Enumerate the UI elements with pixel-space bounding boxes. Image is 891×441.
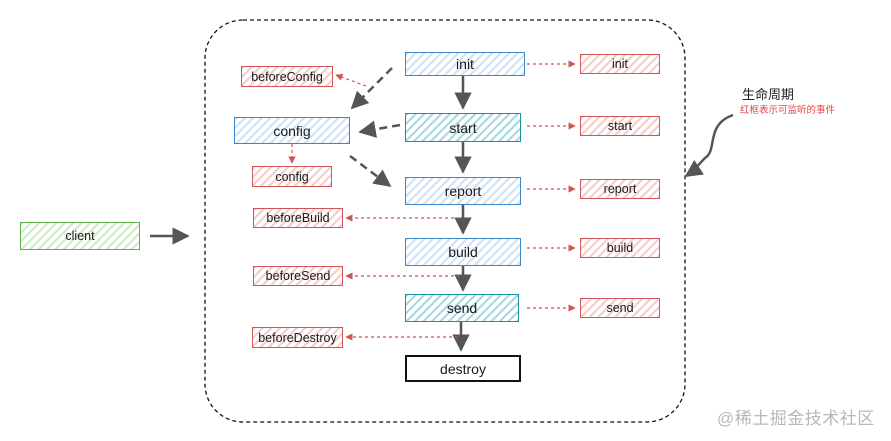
node-report-label: report (444, 183, 482, 199)
node-send: send (405, 294, 519, 322)
hook-before-config: beforeConfig (241, 66, 333, 87)
node-init-label: init (456, 56, 474, 72)
hook-build: build (580, 238, 660, 258)
hook-before-build: beforeBuild (253, 208, 343, 228)
hook-config-label: config (275, 169, 309, 184)
node-destroy-label: destroy (440, 360, 486, 377)
arrow-start-config (358, 120, 401, 138)
hook-report-label: report (603, 182, 637, 196)
hook-arrow-before-config (335, 73, 367, 87)
hook-init-label: init (612, 57, 628, 71)
node-build: build (405, 238, 521, 266)
node-client-label: client (65, 229, 95, 243)
annotation-arrow (684, 113, 734, 178)
hook-before-build-label: beforeBuild (266, 211, 330, 225)
arrow-init-config (350, 67, 393, 110)
hook-init: init (580, 54, 660, 74)
arrow-config-report (349, 155, 392, 188)
hook-start: start (580, 116, 660, 136)
node-start: start (405, 113, 521, 142)
hook-send: send (580, 298, 660, 318)
node-config-label: config (273, 122, 311, 139)
node-init: init (405, 52, 525, 76)
watermark: @稀土掘金技术社区 (717, 409, 875, 428)
hook-build-label: build (606, 241, 634, 255)
node-start-label: start (449, 119, 477, 136)
hook-send-label: send (606, 301, 634, 315)
hook-before-destroy-label: beforeDestroy (258, 330, 337, 345)
annotation-title: 生命周期 (742, 87, 795, 102)
hook-config: config (252, 166, 332, 187)
hook-before-destroy: beforeDestroy (252, 327, 343, 348)
node-destroy: destroy (405, 355, 521, 382)
annotation-subtitle: 红框表示可监听的事件 (740, 105, 836, 116)
node-build-label: build (448, 244, 478, 260)
hook-report: report (580, 179, 660, 199)
node-report: report (405, 177, 521, 205)
node-client: client (20, 222, 140, 250)
hook-before-config-label: beforeConfig (251, 69, 323, 84)
hook-before-send: beforeSend (253, 266, 343, 286)
hook-start-label: start (607, 119, 633, 133)
node-config: config (234, 117, 350, 144)
lifecycle-container (204, 19, 686, 423)
hook-before-send-label: beforeSend (265, 269, 331, 283)
node-send-label: send (446, 300, 478, 316)
